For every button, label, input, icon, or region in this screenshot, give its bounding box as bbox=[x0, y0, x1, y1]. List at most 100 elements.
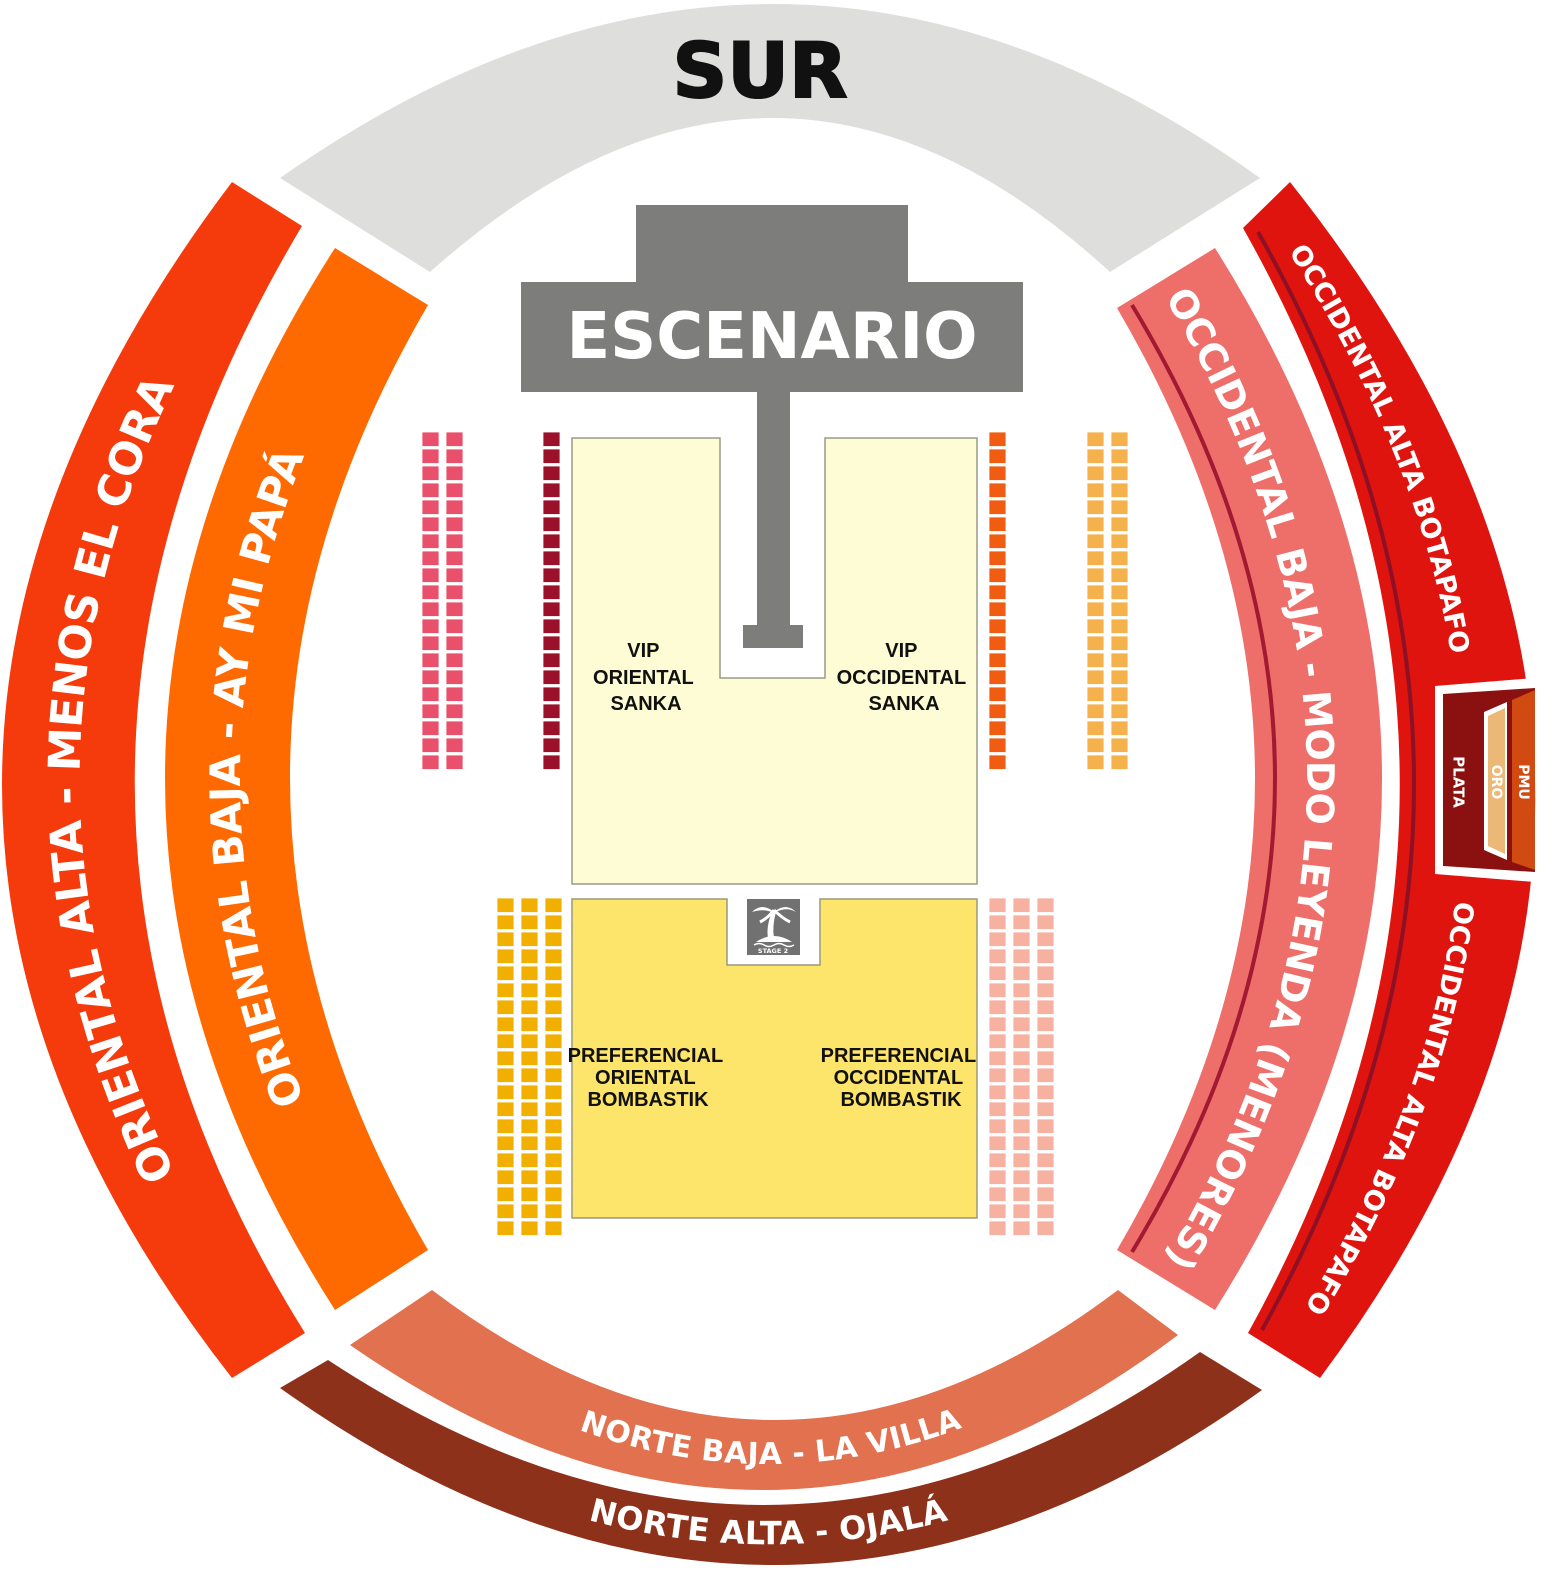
seat-block[interactable] bbox=[421, 584, 440, 600]
seat-block[interactable] bbox=[542, 584, 561, 600]
seat-block[interactable] bbox=[544, 1135, 563, 1151]
seat-block[interactable] bbox=[1012, 1152, 1031, 1168]
seat-block[interactable] bbox=[1110, 754, 1129, 770]
seat-block[interactable] bbox=[1110, 431, 1129, 447]
seat-block[interactable] bbox=[1086, 601, 1105, 617]
seat-block[interactable] bbox=[421, 533, 440, 549]
seat-block[interactable] bbox=[445, 737, 464, 753]
seat-block[interactable] bbox=[421, 431, 440, 447]
seat-block[interactable] bbox=[988, 703, 1007, 719]
seat-block[interactable] bbox=[1086, 669, 1105, 685]
seat-block[interactable] bbox=[1012, 1186, 1031, 1202]
seat-block[interactable] bbox=[1110, 737, 1129, 753]
seat-block[interactable] bbox=[421, 686, 440, 702]
seat-block[interactable] bbox=[544, 1186, 563, 1202]
seat-block[interactable] bbox=[496, 1220, 515, 1236]
seat-block[interactable] bbox=[1012, 1220, 1031, 1236]
seat-block[interactable] bbox=[1086, 652, 1105, 668]
seat-block[interactable] bbox=[421, 499, 440, 515]
seat-block[interactable] bbox=[1012, 914, 1031, 930]
seat-block[interactable] bbox=[1110, 703, 1129, 719]
seat-block[interactable] bbox=[445, 448, 464, 464]
seat-block[interactable] bbox=[988, 1203, 1007, 1219]
seat-block[interactable] bbox=[988, 914, 1007, 930]
seat-block[interactable] bbox=[542, 448, 561, 464]
seat-block[interactable] bbox=[544, 999, 563, 1015]
seat-block[interactable] bbox=[496, 948, 515, 964]
seat-block[interactable] bbox=[421, 652, 440, 668]
seat-block[interactable] bbox=[988, 982, 1007, 998]
seat-block[interactable] bbox=[544, 982, 563, 998]
seat-block[interactable] bbox=[1012, 1033, 1031, 1049]
seat-block[interactable] bbox=[1086, 550, 1105, 566]
seat-block[interactable] bbox=[988, 1220, 1007, 1236]
seat-block[interactable] bbox=[1086, 482, 1105, 498]
seat-block[interactable] bbox=[542, 482, 561, 498]
seat-block[interactable] bbox=[1012, 1101, 1031, 1117]
seat-block[interactable] bbox=[496, 1118, 515, 1134]
seat-block[interactable] bbox=[1012, 965, 1031, 981]
seat-block[interactable] bbox=[496, 1169, 515, 1185]
seat-block[interactable] bbox=[421, 737, 440, 753]
seat-block[interactable] bbox=[544, 931, 563, 947]
seat-block[interactable] bbox=[496, 931, 515, 947]
seat-block[interactable] bbox=[542, 567, 561, 583]
seat-block[interactable] bbox=[542, 601, 561, 617]
seat-block[interactable] bbox=[520, 1220, 539, 1236]
seat-block[interactable] bbox=[445, 550, 464, 566]
seat-block[interactable] bbox=[542, 465, 561, 481]
seat-block[interactable] bbox=[421, 618, 440, 634]
seat-block[interactable] bbox=[1012, 1050, 1031, 1066]
seat-block[interactable] bbox=[1012, 897, 1031, 913]
seat-block[interactable] bbox=[520, 897, 539, 913]
seat-block[interactable] bbox=[988, 754, 1007, 770]
box-pmu[interactable] bbox=[1512, 690, 1535, 870]
seat-block[interactable] bbox=[1036, 1067, 1055, 1083]
seat-block[interactable] bbox=[988, 516, 1007, 532]
seat-block[interactable] bbox=[988, 1016, 1007, 1032]
seat-block[interactable] bbox=[988, 652, 1007, 668]
seat-block[interactable] bbox=[1086, 686, 1105, 702]
seat-block[interactable] bbox=[988, 448, 1007, 464]
seat-block[interactable] bbox=[445, 669, 464, 685]
seat-block[interactable] bbox=[988, 550, 1007, 566]
seat-block[interactable] bbox=[445, 567, 464, 583]
seat-block[interactable] bbox=[988, 1101, 1007, 1117]
seat-block[interactable] bbox=[496, 1033, 515, 1049]
seat-block[interactable] bbox=[520, 1084, 539, 1100]
seat-block[interactable] bbox=[988, 618, 1007, 634]
seat-block[interactable] bbox=[496, 1101, 515, 1117]
seat-block[interactable] bbox=[520, 1033, 539, 1049]
seat-block[interactable] bbox=[1012, 1067, 1031, 1083]
seat-block[interactable] bbox=[544, 1220, 563, 1236]
seat-block[interactable] bbox=[542, 652, 561, 668]
seat-block[interactable] bbox=[542, 618, 561, 634]
seat-block[interactable] bbox=[445, 635, 464, 651]
seat-block[interactable] bbox=[1086, 635, 1105, 651]
seat-block[interactable] bbox=[496, 1203, 515, 1219]
seat-block[interactable] bbox=[445, 754, 464, 770]
seat-block[interactable] bbox=[1086, 533, 1105, 549]
seat-block[interactable] bbox=[544, 1203, 563, 1219]
seat-block[interactable] bbox=[520, 931, 539, 947]
seat-block[interactable] bbox=[1012, 948, 1031, 964]
seat-block[interactable] bbox=[1012, 1169, 1031, 1185]
seat-block[interactable] bbox=[988, 1152, 1007, 1168]
seat-block[interactable] bbox=[1036, 1135, 1055, 1151]
seat-block[interactable] bbox=[1036, 1220, 1055, 1236]
seat-block[interactable] bbox=[496, 982, 515, 998]
seat-block[interactable] bbox=[496, 897, 515, 913]
seat-block[interactable] bbox=[1086, 720, 1105, 736]
seat-block[interactable] bbox=[1110, 652, 1129, 668]
box-oro[interactable] bbox=[1488, 708, 1505, 854]
seat-block[interactable] bbox=[421, 550, 440, 566]
seat-block[interactable] bbox=[988, 720, 1007, 736]
seat-block[interactable] bbox=[988, 482, 1007, 498]
seat-block[interactable] bbox=[496, 1016, 515, 1032]
seat-block[interactable] bbox=[445, 482, 464, 498]
seat-block[interactable] bbox=[520, 1101, 539, 1117]
seat-block[interactable] bbox=[421, 465, 440, 481]
seat-block[interactable] bbox=[988, 1118, 1007, 1134]
seat-block[interactable] bbox=[1036, 1203, 1055, 1219]
seat-block[interactable] bbox=[445, 516, 464, 532]
